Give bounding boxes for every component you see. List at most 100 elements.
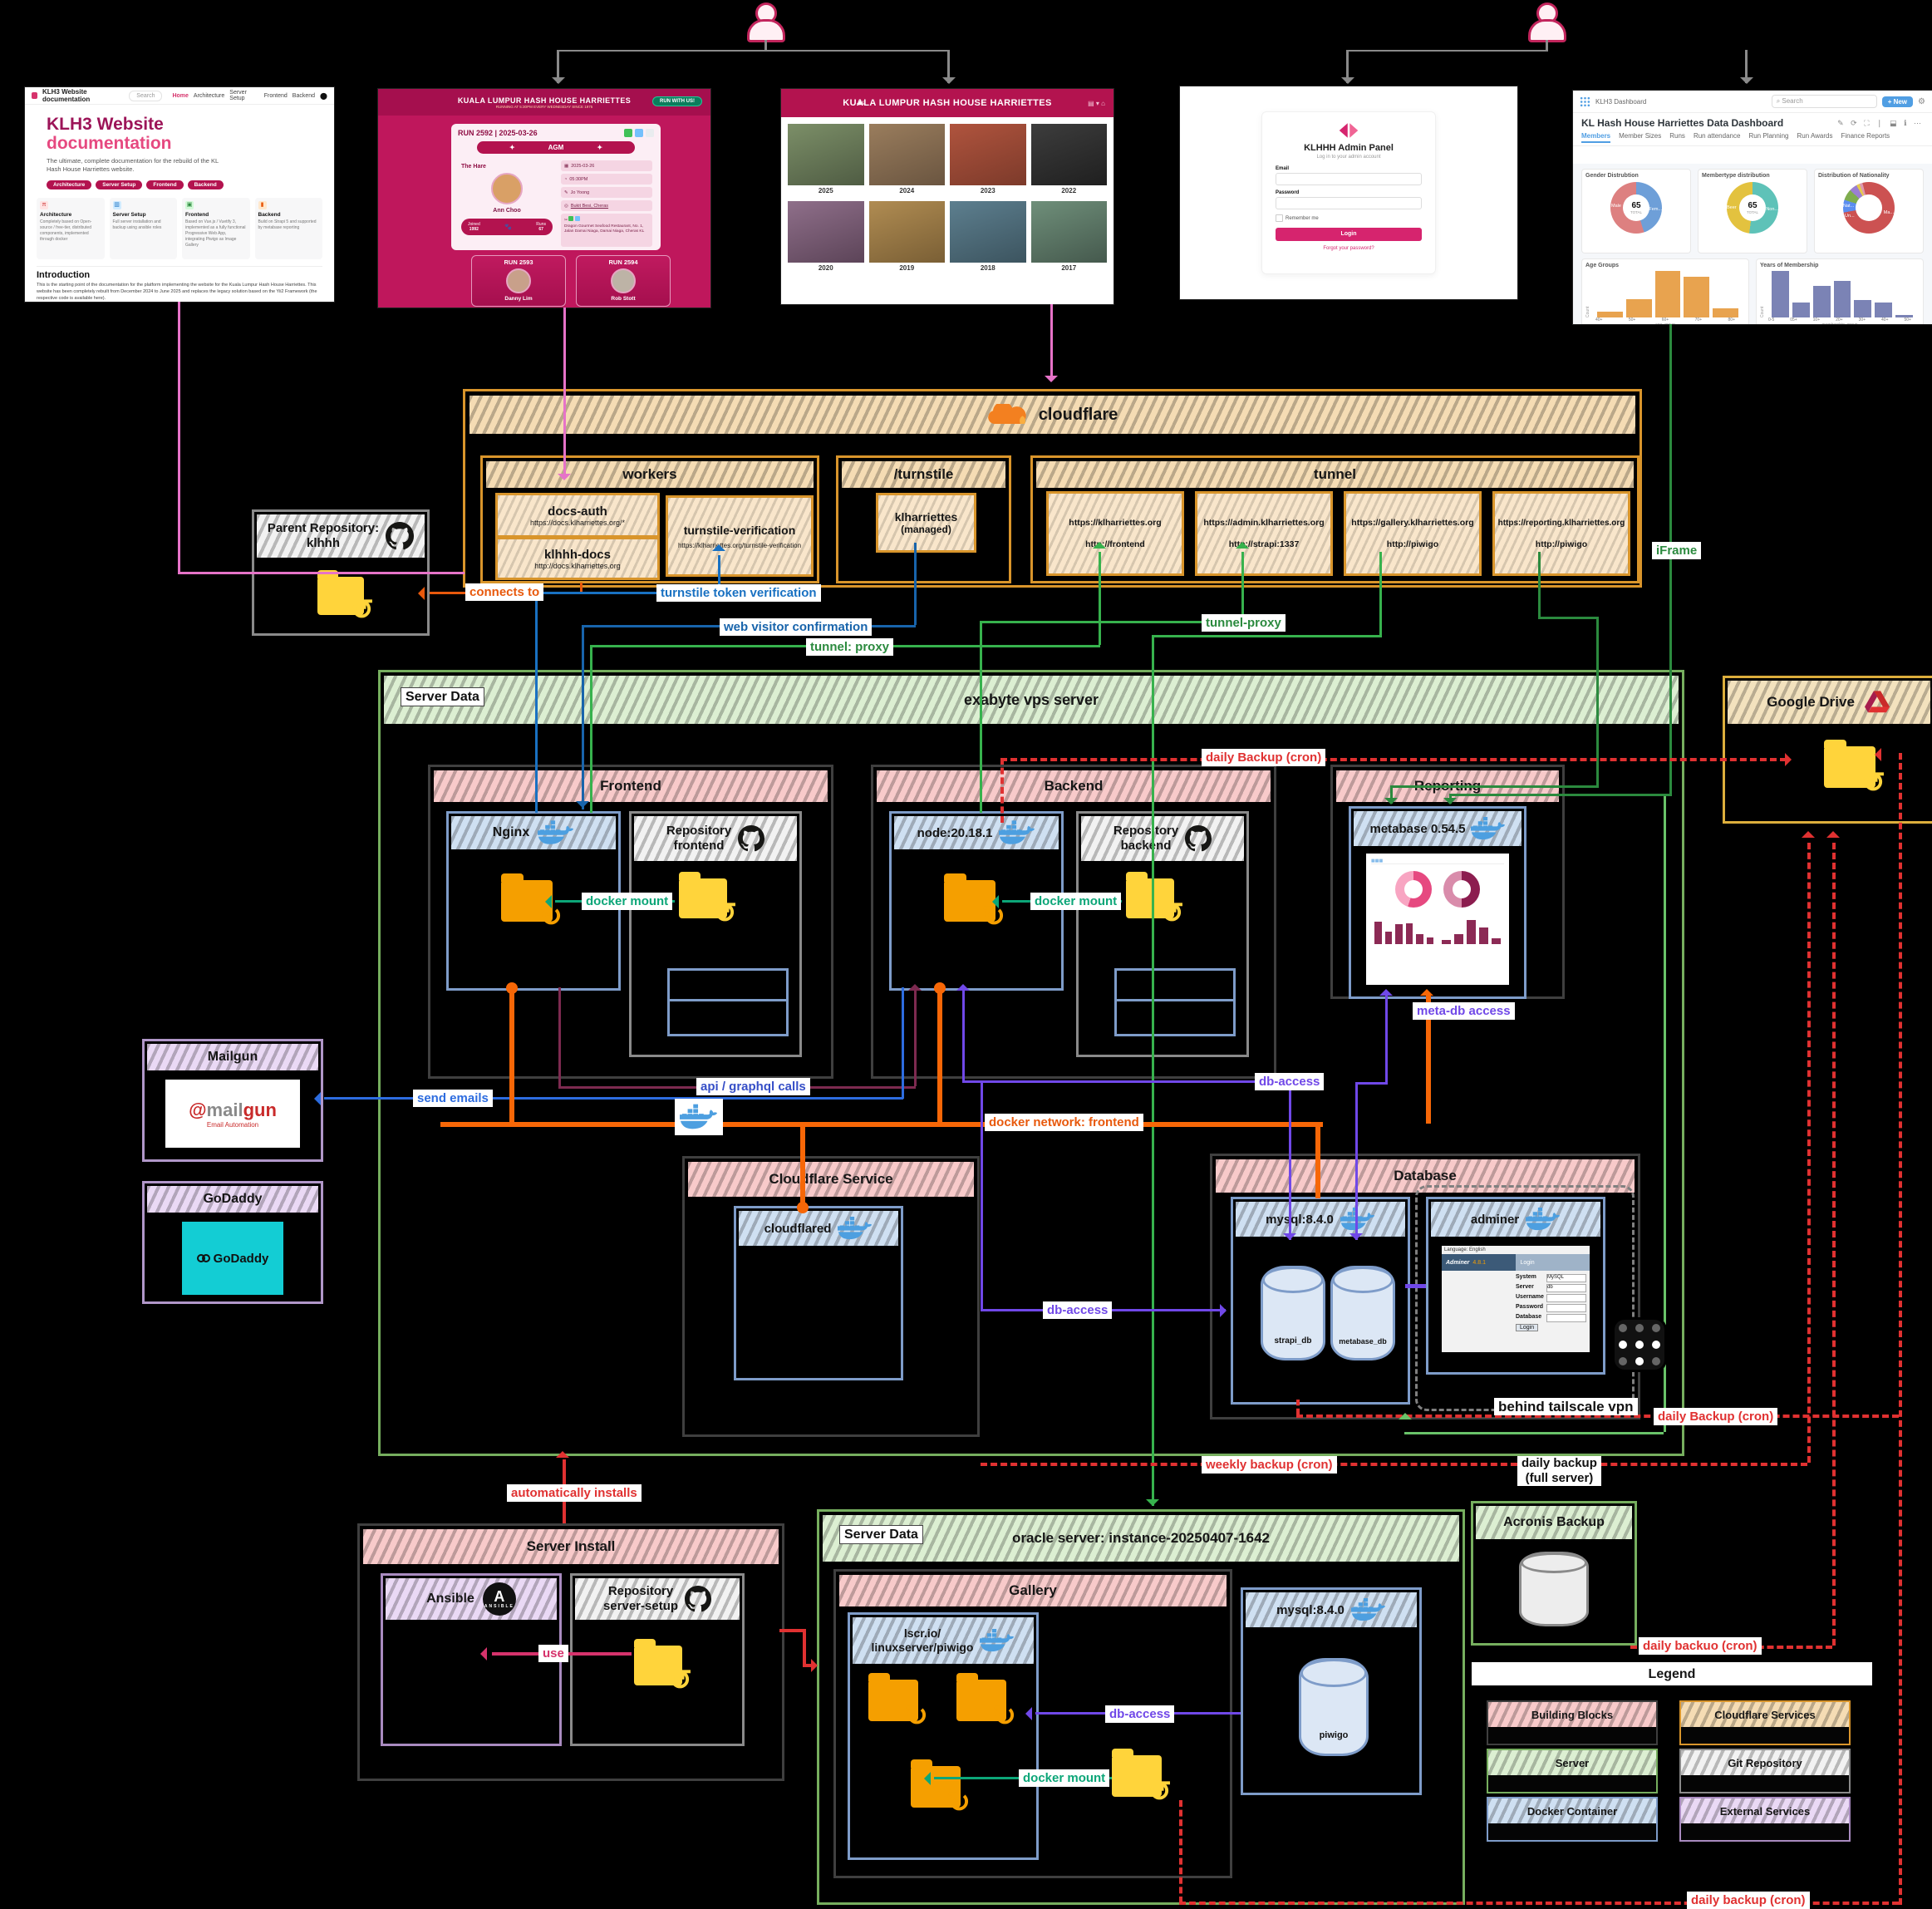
edge-tunnel-gallery bbox=[1379, 552, 1382, 635]
docker-icon bbox=[1470, 817, 1505, 840]
membership-years-bar-card[interactable]: Years of Membership Count bbox=[1756, 258, 1924, 324]
docs-button-architecture[interactable]: Architecture bbox=[47, 180, 92, 189]
repo-backend-folder-icon: ↺ bbox=[1126, 872, 1184, 929]
maps-icon[interactable] bbox=[624, 129, 632, 137]
docs-h-introduction: Introduction bbox=[37, 266, 322, 280]
album-tile[interactable]: 2025 bbox=[788, 124, 864, 196]
acronis-block: Acronis Backup bbox=[1471, 1501, 1637, 1646]
album-tile[interactable]: 2024 bbox=[868, 124, 945, 196]
server-install-header: Server Install bbox=[363, 1529, 779, 1564]
adminer-server-field[interactable]: db bbox=[1546, 1284, 1586, 1292]
user-body-icon bbox=[747, 19, 785, 42]
nationality-donut-card[interactable]: Distribution of Nationality Ma... Un... … bbox=[1814, 169, 1924, 253]
run-with-us-button[interactable]: RUN WITH US! bbox=[652, 96, 702, 106]
edge-docker-network bbox=[937, 987, 942, 1124]
docs-card-backend[interactable]: ▮ Backend Build on Strapi 5 and supporte… bbox=[254, 198, 322, 259]
docs-button-backend[interactable]: Backend bbox=[187, 180, 224, 189]
docs-nav-backend[interactable]: Backend bbox=[292, 92, 316, 99]
next-run-card[interactable]: RUN 2593 Danny Lim bbox=[471, 255, 566, 307]
edge-daily-bottom bbox=[1179, 1902, 1899, 1905]
admin-title: KLHHH Admin Panel bbox=[1304, 143, 1394, 153]
adminer-login-button[interactable]: Login bbox=[1516, 1324, 1539, 1331]
album-tile[interactable]: 2018 bbox=[950, 201, 1026, 273]
album-tile[interactable]: 2019 bbox=[868, 201, 945, 273]
age-groups-bar-card[interactable]: Age Groups Count 40+ 50+ bbox=[1581, 258, 1749, 324]
photo-icon[interactable] bbox=[646, 129, 654, 137]
edge-iframe bbox=[1449, 794, 1672, 796]
arrow-up bbox=[908, 984, 922, 991]
album-photo bbox=[788, 201, 864, 263]
run-detail-location[interactable]: ◎Bukit Besi, Cheras bbox=[561, 200, 652, 211]
edge-install-oracle bbox=[803, 1664, 814, 1667]
edge-install-oracle bbox=[803, 1629, 806, 1667]
album-tile[interactable]: 2022 bbox=[1030, 124, 1107, 196]
arrow-right bbox=[811, 1659, 818, 1672]
edge-gallery-to-cloudflare bbox=[1050, 304, 1053, 381]
docs-button-server-setup[interactable]: Server Setup bbox=[96, 180, 143, 189]
email-field[interactable] bbox=[1276, 173, 1422, 185]
forgot-password-link[interactable]: Forgot your password? bbox=[1323, 246, 1374, 251]
album-tile[interactable]: 2017 bbox=[1030, 201, 1107, 273]
run-detail-time: ◔05:30PM bbox=[561, 174, 652, 185]
adminer-password-field[interactable] bbox=[1546, 1304, 1586, 1312]
edge-docker-network bbox=[1315, 1124, 1320, 1198]
dash-title: KL Hash House Harriettes Data Dashboard bbox=[1581, 117, 1784, 129]
remember-checkbox[interactable] bbox=[1276, 214, 1283, 222]
workers-header: workers bbox=[486, 461, 814, 488]
album-tile[interactable]: 2023 bbox=[950, 124, 1026, 196]
chart-title: Distribution of Nationality bbox=[1818, 173, 1890, 179]
waze-icon[interactable] bbox=[635, 129, 643, 137]
docs-search-input[interactable]: Search bbox=[129, 90, 163, 101]
dash-tab[interactable]: Member Sizes bbox=[1619, 132, 1662, 140]
dash-breadcrumb[interactable]: KLH3 Dashboard bbox=[1595, 97, 1647, 106]
docs-nav-home[interactable]: Home bbox=[172, 92, 189, 99]
edge-docs-to-cloudflare bbox=[178, 302, 180, 573]
docs-button-frontend[interactable]: Frontend bbox=[146, 180, 184, 189]
cloudflare-logo-icon bbox=[987, 404, 1026, 424]
gallery-nav-icons[interactable]: ▤ ▾ ⌂ bbox=[1088, 99, 1105, 107]
clock-icon: ◔ bbox=[564, 176, 568, 182]
dash-toolbar-icons[interactable]: ✎ ⟳ ⛶ ❘ ⬓ ℹ ⋯ bbox=[1837, 118, 1924, 127]
arrow-left bbox=[314, 1092, 321, 1105]
new-button[interactable]: + New bbox=[1881, 96, 1914, 107]
repo-frontend-files bbox=[667, 968, 789, 1036]
dash-tab[interactable]: Run attendance bbox=[1693, 132, 1741, 140]
scissors-icon: ✂ bbox=[564, 219, 568, 223]
dash-tab[interactable]: Run Awards bbox=[1797, 132, 1833, 140]
adminer-database-field[interactable] bbox=[1546, 1314, 1586, 1322]
next-run-card[interactable]: RUN 2594 Rob Stott bbox=[576, 255, 671, 307]
arrow-down bbox=[1283, 1233, 1296, 1240]
dash-search-input[interactable]: ⌕ Search bbox=[1771, 95, 1877, 108]
mini-donut bbox=[1395, 871, 1432, 908]
arrow-right bbox=[1220, 1304, 1227, 1317]
remember-label: Remember me bbox=[1286, 215, 1319, 221]
login-button[interactable]: Login bbox=[1276, 228, 1422, 241]
docs-nav-frontend[interactable]: Frontend bbox=[263, 92, 288, 99]
github-icon[interactable]: ⬤ bbox=[320, 91, 327, 100]
adminer-username-field[interactable] bbox=[1546, 1294, 1586, 1302]
connects-to-label: connects to bbox=[465, 583, 544, 601]
dash-tab[interactable]: Runs bbox=[1669, 132, 1685, 140]
docs-nav-server-setup[interactable]: Server Setup bbox=[229, 90, 247, 101]
password-field[interactable] bbox=[1276, 197, 1422, 209]
dash-tab[interactable]: Finance Reports bbox=[1841, 132, 1890, 140]
arrow-left bbox=[1025, 1707, 1032, 1720]
docs-nav-architecture[interactable]: Architecture bbox=[193, 92, 225, 99]
docs-card-architecture[interactable]: π Architecture Completely based on Open-… bbox=[37, 198, 105, 259]
docs-card-frontend[interactable]: ▣ Frontend Based on Vue.js / Vuetify 3, … bbox=[182, 198, 250, 259]
gear-icon[interactable]: ⚙ bbox=[1918, 96, 1925, 106]
album-tile[interactable]: 2020 bbox=[788, 201, 864, 273]
adminer-system-select[interactable]: MySQL bbox=[1546, 1274, 1586, 1282]
dash-tab[interactable]: Run Planning bbox=[1748, 132, 1789, 140]
repo-folder-icon: ↺ bbox=[317, 570, 374, 626]
edge-api-calls bbox=[558, 987, 561, 1086]
app-brand: KUALA LUMPUR HASH HOUSE HARRIETTES bbox=[457, 96, 632, 105]
docs-card-server-setup[interactable]: ▥ Server Setup Full server installation … bbox=[109, 198, 177, 259]
frontend-header: Frontend bbox=[434, 770, 828, 802]
next-run-title: RUN 2594 bbox=[608, 258, 638, 266]
dash-tab-members[interactable]: Members bbox=[1581, 132, 1611, 143]
docker-icon bbox=[1350, 1598, 1385, 1621]
edge-docker-network bbox=[509, 987, 514, 1124]
